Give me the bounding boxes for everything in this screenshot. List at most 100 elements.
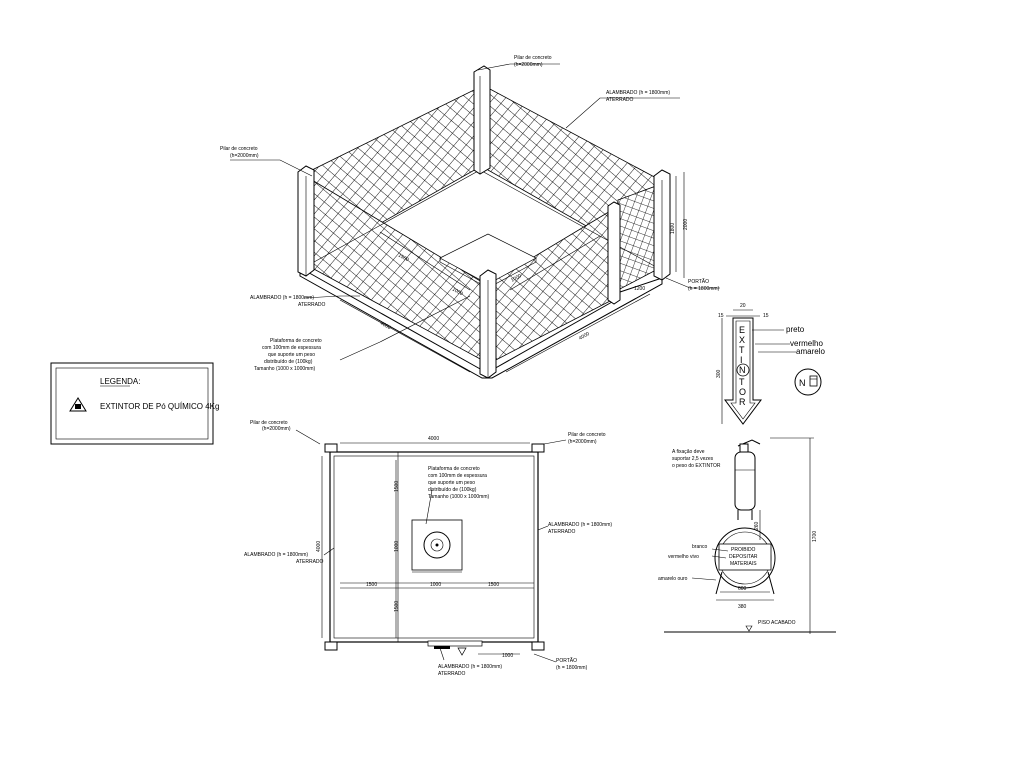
pillar-left xyxy=(297,165,315,277)
svg-text:distribuído de (100kg): distribuído de (100kg) xyxy=(264,359,313,365)
iso-dim-2000: 2000 xyxy=(683,219,689,230)
support-color-vermelho-vivo: vermelho vivo xyxy=(668,554,699,560)
plan-pilar-right-line2: (h=2000mm) xyxy=(568,439,597,445)
iso-pilar-top-line1: Pilar de concreto xyxy=(514,55,552,61)
svg-text:que suporte um peso: que suporte um peso xyxy=(268,352,315,358)
svg-text:I: I xyxy=(740,355,743,365)
svg-text:Tamanho (1000 x 1000mm): Tamanho (1000 x 1000mm) xyxy=(428,494,489,500)
plan-dim-1000-v: 1000 xyxy=(394,541,400,552)
support-dim-380: 380 xyxy=(738,604,747,610)
plan-alambrado-left-line2: ATERRADO xyxy=(296,559,324,565)
plan-dim-1500-v1: 1500 xyxy=(394,481,400,492)
support-detail: A fixação deve suportar 2,5 vezes o peso… xyxy=(658,437,836,634)
plan-dim-top: 4000 xyxy=(428,436,439,442)
iso-alambrado-right-line1: ALAMBRADO (h = 1800mm) xyxy=(606,90,670,96)
pillar-back xyxy=(473,65,491,175)
plan-dim-1500-v2: 1500 xyxy=(394,601,400,612)
sign-dim-left: 15 xyxy=(718,313,724,319)
iso-pilar-left-line1: Pilar de concreto xyxy=(220,146,258,152)
sign-dim-right: 15 xyxy=(763,313,769,319)
plan-dim-1000-h: 1000 xyxy=(430,582,441,588)
iso-dim-1000-b: 1000 xyxy=(510,273,523,284)
sign-color-vermelho: vermelho xyxy=(790,339,823,348)
sign-vertical-text: E X T I N T O R xyxy=(736,325,750,407)
plan-pilar-left-line2: (h=2000mm) xyxy=(262,426,291,432)
gate-mesh xyxy=(617,185,657,291)
svg-text:N: N xyxy=(799,378,806,388)
iso-alambrado-left-line2: ATERRADO xyxy=(298,302,326,308)
iso-pilar-top-line2: (h=2000mm) xyxy=(514,62,543,68)
svg-text:Plataforma de concreto: Plataforma de concreto xyxy=(270,338,322,344)
pillar-gate xyxy=(607,201,621,305)
iso-alambrado-left-line1: ALAMBRADO (h = 1800mm) xyxy=(250,295,314,301)
sign-dim-height: 300 xyxy=(716,369,722,378)
svg-text:MATERIAIS: MATERIAIS xyxy=(730,561,757,567)
iso-dim-1800: 1800 xyxy=(670,223,676,234)
support-color-amarelo-ouro: amarelo ouro xyxy=(658,576,688,582)
svg-text:X: X xyxy=(739,335,745,345)
plan-dim-left: 4000 xyxy=(316,541,322,552)
iso-dim-4000-right: 4000 xyxy=(578,331,591,342)
svg-text:A fixação deve: A fixação deve xyxy=(672,449,705,455)
iso-dim-1500: 1500 xyxy=(397,253,410,264)
extinguisher-sign: E X T I N T O R 20 15 15 300 preto verme… xyxy=(716,303,825,425)
no-entry-icon: N xyxy=(794,368,822,396)
svg-text:T: T xyxy=(739,345,745,355)
support-note: A fixação deve suportar 2,5 vezes o peso… xyxy=(672,449,721,469)
iso-dim-4000-left: 4000 xyxy=(379,321,392,332)
svg-text:DEPOSITAR: DEPOSITAR xyxy=(729,554,758,560)
plan-alambrado-bottom-line1: ALAMBRADO (h = 1800mm) xyxy=(438,664,502,670)
svg-text:O: O xyxy=(739,387,746,397)
support-color-branco: branco xyxy=(692,544,708,550)
plan-alambrado-bottom-line2: ATERRADO xyxy=(438,671,466,677)
svg-text:Plataforma de concreto: Plataforma de concreto xyxy=(428,466,480,472)
plan-dim-1500-b: 1500 xyxy=(488,582,499,588)
svg-text:o peso do EXTINTOR: o peso do EXTINTOR xyxy=(672,463,721,469)
svg-text:T: T xyxy=(739,377,745,387)
plan-dim-1500-a: 1500 xyxy=(366,582,377,588)
svg-text:com 100mm de espessura: com 100mm de espessura xyxy=(428,473,487,479)
support-piso-acabado: PISO ACABADO xyxy=(758,620,796,626)
pillar-front xyxy=(479,269,497,379)
plan-dim-gate-1000: 1000 xyxy=(502,653,513,659)
svg-text:N: N xyxy=(739,365,746,375)
support-dim-1700: 1700 xyxy=(812,531,818,542)
sign-dim-top: 20 xyxy=(740,303,746,309)
sign-color-preto: preto xyxy=(786,325,805,334)
legend-title: LEGENDA: xyxy=(100,377,140,386)
svg-text:que suporte um peso: que suporte um peso xyxy=(428,480,475,486)
iso-pilar-left-line2: (h=2000mm) xyxy=(230,153,259,159)
svg-text:com 100mm de espessura: com 100mm de espessura xyxy=(262,345,321,351)
support-dim-260: 260 xyxy=(754,521,760,530)
plan-extinguisher-circle xyxy=(423,531,451,559)
svg-text:PROIBIDO: PROIBIDO xyxy=(731,547,756,553)
plan-alambrado-right-line1: ALAMBRADO (h = 1800mm) xyxy=(548,522,612,528)
extinguisher-cylinder xyxy=(734,439,761,511)
iso-plataforma-note: Plataforma de concreto com 100mm de espe… xyxy=(254,338,322,372)
plan-view: Pilar de concreto (h=2000mm) Pilar de co… xyxy=(244,420,612,677)
svg-text:E: E xyxy=(739,325,745,335)
pillar-right xyxy=(653,169,671,281)
plan-plataforma-note: Plataforma de concreto com 100mm de espe… xyxy=(428,466,489,500)
svg-text:R: R xyxy=(739,397,746,407)
svg-text:Tamanho (1000 x 1000mm): Tamanho (1000 x 1000mm) xyxy=(254,366,315,372)
plan-portao-line1: PORTÃO xyxy=(556,657,577,664)
plan-alambrado-right-line2: ATERRADO xyxy=(548,529,576,535)
iso-alambrado-right-line2: ATERRADO xyxy=(606,97,634,103)
iso-dim-1000-a: 1000 xyxy=(451,287,464,298)
plan-pilar-left-line1: Pilar de concreto xyxy=(250,420,288,426)
plan-gate xyxy=(427,640,483,656)
plan-pilar-right-line1: Pilar de concreto xyxy=(568,432,606,438)
plan-portao-line2: (h = 1800mm) xyxy=(556,665,588,671)
legend-item-label: EXTINTOR DE Pó QUÍMICO 4Kg xyxy=(100,402,219,411)
legend-box: LEGENDA: EXTINTOR DE Pó QUÍMICO 4Kg xyxy=(50,362,219,445)
svg-text:suportar 2,5 vezes: suportar 2,5 vezes xyxy=(672,456,714,462)
extinguisher-icon xyxy=(69,397,87,412)
iso-dim-1200: 1200 xyxy=(634,286,645,292)
svg-text:distribuído de (100kg): distribuído de (100kg) xyxy=(428,487,477,493)
iso-portao-line1: PORTÃO xyxy=(688,278,709,285)
plan-alambrado-left-line1: ALAMBRADO (h = 1800mm) xyxy=(244,552,308,558)
iso-portao-line2: (h = 1800mm) xyxy=(688,286,720,292)
support-dim-600: 600 xyxy=(738,586,747,592)
